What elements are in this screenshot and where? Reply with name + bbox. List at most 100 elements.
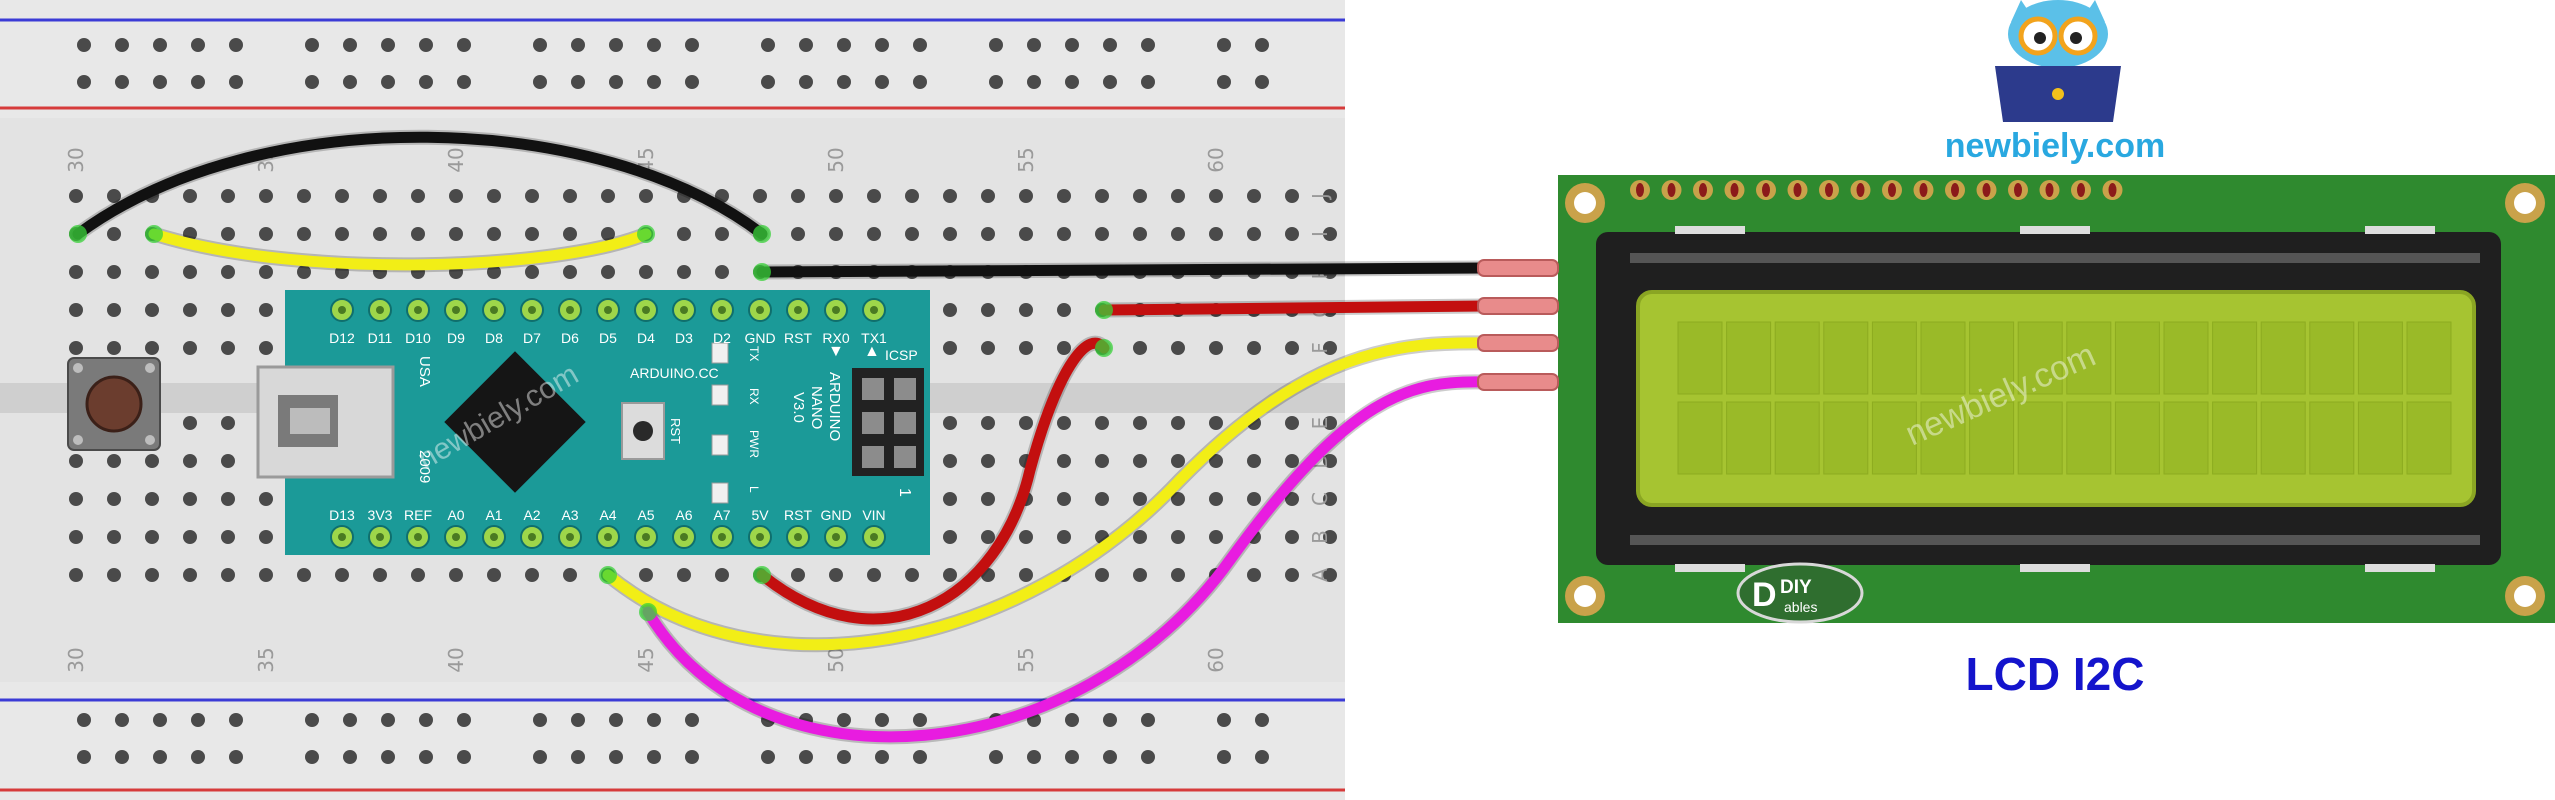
column-number: 30 (64, 647, 88, 672)
terminal-hole (829, 568, 843, 582)
lcd-label: LCD I2C (1966, 648, 2145, 700)
terminal-hole (1133, 530, 1147, 544)
column-number: 40 (444, 647, 468, 672)
column-number: 55 (1014, 147, 1038, 172)
terminal-hole (1285, 189, 1299, 203)
bezel-tab (2020, 226, 2090, 234)
rail-hole (305, 713, 319, 727)
terminal-hole (69, 265, 83, 279)
terminal-hole (1171, 416, 1185, 430)
terminal-hole (981, 227, 995, 241)
terminal-hole (1323, 530, 1337, 544)
terminal-hole (943, 189, 957, 203)
row-letter: C (1308, 492, 1332, 506)
terminal-hole (69, 341, 83, 355)
terminal-hole (487, 265, 501, 279)
push-button-cap[interactable] (85, 375, 143, 433)
terminal-hole (1209, 189, 1223, 203)
rail-hole (77, 75, 91, 89)
rail-hole (1103, 38, 1117, 52)
rail-hole (419, 713, 433, 727)
lcd-header-hole (1888, 183, 1896, 197)
rail-hole (153, 75, 167, 89)
nano-pin-label-bottom: A0 (447, 507, 464, 523)
rail-hole (1065, 38, 1079, 52)
nano-pin-label-bottom: D13 (329, 507, 355, 523)
nano-pin-center (680, 306, 688, 314)
nano-pin-label-top: GND (744, 330, 775, 346)
rail-hole (609, 75, 623, 89)
terminal-hole (373, 568, 387, 582)
terminal-hole (1323, 454, 1337, 468)
terminal-hole (259, 492, 273, 506)
terminal-hole (487, 227, 501, 241)
active-hole (145, 225, 163, 243)
terminal-hole (107, 492, 121, 506)
lcd-header-hole (2108, 183, 2117, 197)
terminal-hole (1095, 227, 1109, 241)
lcd-header-hole (1856, 183, 1865, 197)
rail-hole (381, 750, 395, 764)
rail-hole (799, 38, 813, 52)
row-letter: E (1308, 417, 1332, 430)
rail-hole (1217, 750, 1231, 764)
nano-pin-center (794, 306, 802, 314)
terminal-hole (297, 568, 311, 582)
mount-hole (2514, 192, 2536, 214)
nano-pin-label-bottom: A7 (713, 507, 730, 523)
led-rx (711, 384, 729, 406)
nano-pin-label-top: RST (784, 330, 812, 346)
wire-red-5v (756, 337, 1110, 625)
rail-hole (1141, 713, 1155, 727)
rail-hole (229, 750, 243, 764)
nano-pin-label-top: RX0 (822, 330, 849, 346)
terminal-hole (107, 303, 121, 317)
terminal-hole (1133, 189, 1147, 203)
terminal-hole (563, 227, 577, 241)
terminal-hole (791, 568, 805, 582)
terminal-hole (1247, 189, 1261, 203)
terminal-hole (145, 454, 159, 468)
rail-hole (457, 713, 471, 727)
rail-hole (685, 38, 699, 52)
bezel-tab (1675, 226, 1745, 234)
icsp-pin (862, 412, 884, 434)
rail-hole (761, 75, 775, 89)
nano-pin-label-bottom: A5 (637, 507, 654, 523)
wire-connector-pin (1477, 373, 1559, 391)
wire-yellow-sda (602, 337, 1491, 651)
terminal-hole (1171, 492, 1185, 506)
rail-hole (457, 750, 471, 764)
bezel-slot-top (1630, 253, 2480, 263)
push-button-screw (73, 363, 83, 373)
terminal-hole (107, 568, 121, 582)
terminal-hole (1057, 341, 1071, 355)
lcd-header-hole (1699, 183, 1707, 197)
lcd-header-hole (1762, 183, 1770, 197)
lcd-cell (1920, 321, 1966, 395)
rail-hole (77, 713, 91, 727)
wire-connector-pin (1477, 259, 1559, 277)
terminal-hole (677, 568, 691, 582)
rail-hole (381, 75, 395, 89)
led-tx-label: TX (747, 346, 761, 361)
rail-hole (837, 750, 851, 764)
push-button[interactable] (67, 357, 161, 451)
push-button-screw (145, 435, 155, 445)
terminal-hole (525, 189, 539, 203)
rail-hole (913, 750, 927, 764)
rail-hole (609, 750, 623, 764)
terminal-hole (1019, 416, 1033, 430)
push-button-screw (145, 363, 155, 373)
terminal-hole (1209, 227, 1223, 241)
rail-hole (837, 713, 851, 727)
lcd-header-hole (2077, 183, 2085, 197)
terminal-hole (221, 568, 235, 582)
terminal-hole (107, 265, 121, 279)
terminal-hole (981, 303, 995, 317)
active-hole (639, 603, 657, 621)
column-number: 50 (824, 647, 848, 672)
